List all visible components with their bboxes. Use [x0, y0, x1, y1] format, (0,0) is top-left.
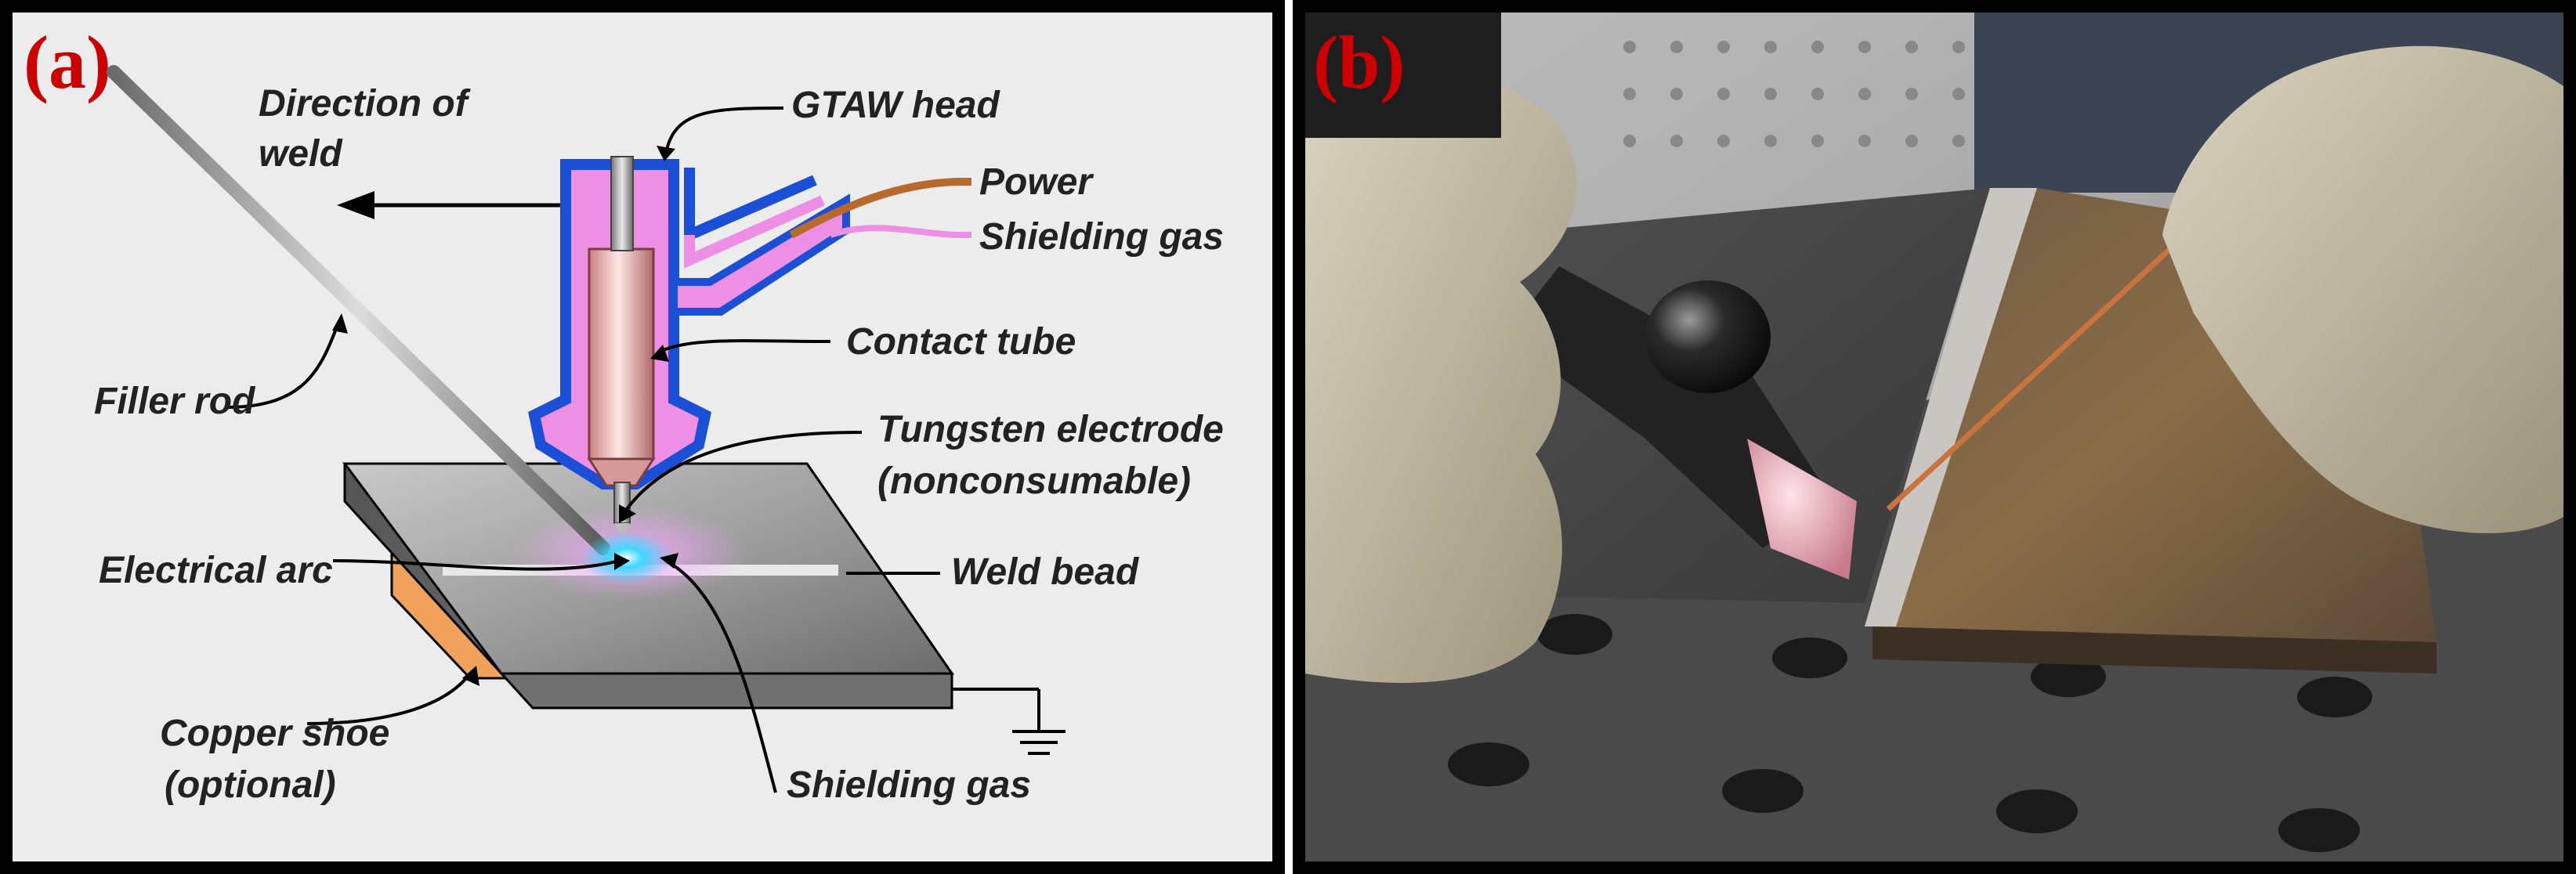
- copper-shoe-label: Copper shoe: [160, 713, 389, 754]
- electrical-arc: [581, 531, 672, 584]
- weld-bead-label: Weld bead: [951, 551, 1140, 593]
- photo-filler-rod: [1886, 225, 2196, 511]
- panel-b: (b): [1293, 0, 2576, 874]
- filler-rod: [107, 65, 610, 555]
- copper-shoe-label-2: (optional): [165, 764, 336, 806]
- direction-of-weld-label-2: weld: [259, 133, 343, 175]
- left-glove: [1305, 70, 1577, 683]
- weld-groove: [1865, 188, 2037, 627]
- shielding-gas-top-label: Shielding gas: [979, 216, 1224, 258]
- direction-arrow: [337, 191, 564, 219]
- photo-torch: [1504, 266, 1857, 580]
- pegboard-holes: [1623, 41, 1965, 147]
- panel-b-label: (b): [1313, 20, 1405, 104]
- direction-of-weld-label: Direction of: [259, 83, 471, 125]
- leader-arrowheads: [332, 146, 678, 686]
- gtaw-head-label: GTAW head: [791, 85, 1000, 126]
- ground-symbol: [952, 688, 1065, 755]
- contact-tube: [588, 247, 655, 460]
- electrical-arc-label: Electrical arc: [99, 550, 333, 591]
- weld-photo: [1305, 13, 2563, 861]
- power-cable: [789, 178, 971, 239]
- filler-rod-label: Filler rod: [94, 381, 256, 422]
- shielding-gas-bottom-label: Shielding gas: [787, 764, 1031, 806]
- tungsten-electrode-label: Tungsten electrode: [877, 409, 1224, 450]
- tungsten-electrode-upper: [610, 156, 634, 251]
- outer-nozzle-shield: [684, 195, 825, 269]
- tungsten-electrode-label-2: (nonconsumable): [877, 460, 1191, 502]
- leader-lines: [226, 107, 940, 793]
- tungsten-electrode-tip: [614, 523, 630, 537]
- contact-tube-tip: [587, 457, 656, 487]
- shielding-gas-hose: [829, 225, 971, 238]
- power-label: Power: [979, 161, 1094, 203]
- panel-a-label: (a): [24, 20, 111, 104]
- right-glove: [2162, 45, 2563, 533]
- contact-tube-label: Contact tube: [846, 321, 1076, 363]
- table-holes: [1448, 614, 2372, 852]
- panel-a: (a) Direction of weld: [0, 0, 1285, 874]
